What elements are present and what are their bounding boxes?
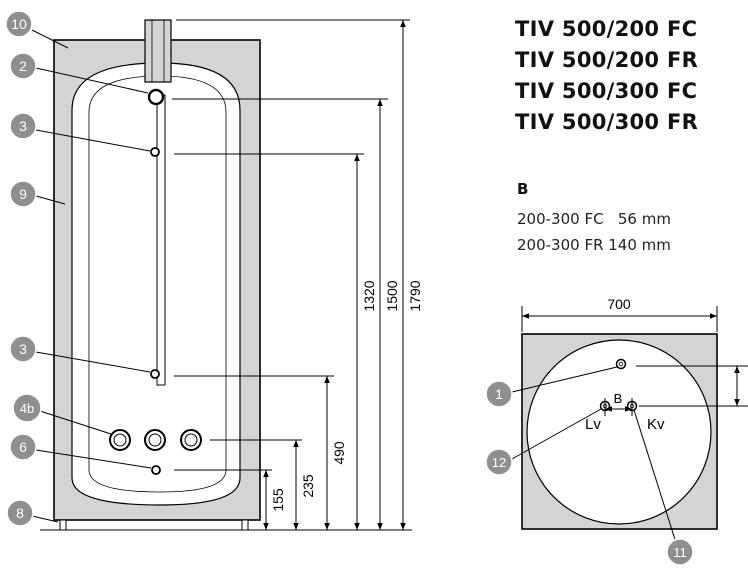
tank-elevation: [40, 19, 412, 531]
svg-text:4b: 4b: [20, 401, 34, 416]
callout-1: 1: [485, 380, 513, 408]
callout-2: 2: [9, 52, 37, 80]
dim-490: 490: [331, 441, 347, 465]
callout-8: 8: [6, 499, 34, 527]
callout-3-lower: 3: [9, 335, 37, 363]
plan-dim-b: [604, 398, 633, 416]
svg-text:11: 11: [673, 545, 687, 560]
svg-text:9: 9: [19, 186, 27, 202]
model-list: TIV 500/200 FC TIV 500/200 FR TIV 500/30…: [515, 14, 698, 138]
elevation-leaders: [31, 29, 152, 523]
dim-1790: 1790: [407, 280, 423, 311]
plan-label-lv: Lv: [585, 416, 601, 433]
callout-12: 12: [485, 448, 513, 476]
plan-dim-700: [521, 306, 718, 332]
callout-4b: 4b: [12, 393, 42, 423]
callout-11: 11: [666, 538, 694, 566]
plan-callouts: 1 12 11: [485, 380, 694, 566]
sensor-socket-upper: [150, 147, 160, 157]
top-pipe: [144, 19, 172, 83]
elevation-callouts: 10 2 3 9 3 4b 6 8: [5, 10, 42, 527]
coil-connection-3: [180, 429, 202, 451]
drain-connection: [151, 465, 161, 475]
svg-text:6: 6: [19, 439, 27, 455]
model-name: TIV 500/200 FR: [515, 48, 699, 72]
sensor-tube: [156, 94, 166, 386]
dim-700: 700: [607, 296, 631, 312]
foot-left: [59, 519, 67, 531]
svg-text:8: 8: [16, 505, 24, 521]
plan-fitting-1: [615, 358, 627, 370]
svg-text:12: 12: [492, 455, 506, 470]
svg-text:2: 2: [19, 58, 27, 74]
inner-tank: [71, 62, 241, 506]
foot-right: [241, 519, 249, 531]
callout-10: 10: [5, 10, 33, 38]
dim-235: 235: [300, 474, 316, 498]
b-spec-line-fr: 200-300 FR 140 mm: [517, 236, 671, 254]
plan-tank-circle: [526, 339, 712, 525]
callout-9: 9: [9, 180, 37, 208]
b-spec-title: B: [517, 180, 529, 198]
plan-label-b: B: [614, 391, 623, 406]
model-name: TIV 500/200 FC: [515, 17, 698, 41]
model-name: TIV 500/300 FR: [515, 110, 699, 134]
dim-1320: 1320: [361, 280, 377, 311]
svg-text:1: 1: [495, 386, 503, 402]
plan-label-kv: Kv: [647, 416, 665, 433]
tank-plan-view: [521, 333, 718, 530]
coil-connection-1: [109, 429, 131, 451]
model-name: TIV 500/300 FC: [515, 79, 698, 103]
coil-connection-2: [144, 429, 166, 451]
callout-3-upper: 3: [9, 112, 37, 140]
svg-text:3: 3: [19, 341, 27, 357]
plan-leaders: [511, 366, 679, 550]
plan-dim-455: [636, 365, 748, 407]
dim-1500: 1500: [384, 280, 400, 311]
sensor-socket-lower: [150, 369, 160, 379]
svg-text:10: 10: [11, 16, 27, 32]
dimension-lines: [263, 20, 406, 530]
callout-6: 6: [9, 433, 37, 461]
b-spec-line-fc: 200-300 FC 56 mm: [517, 210, 671, 228]
connection-2: [147, 88, 165, 106]
extension-lines: [172, 19, 410, 471]
svg-text:3: 3: [19, 118, 27, 134]
dim-155: 155: [270, 488, 286, 512]
